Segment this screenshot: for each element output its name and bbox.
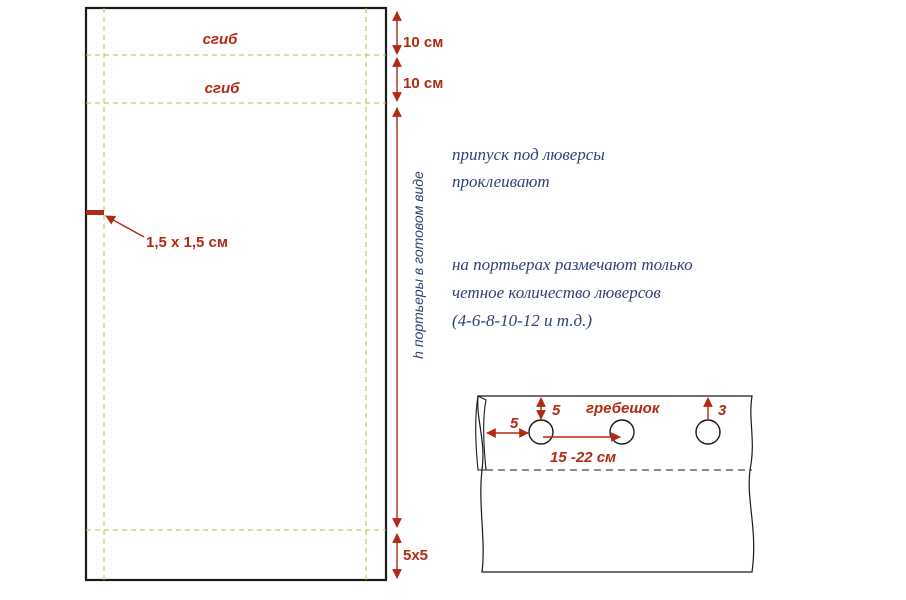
corner-cut-mark [86,210,104,215]
dimension-chain: 10 см 10 см 5х5 h портьеры в готовом вид… [392,11,443,579]
curtain-panel: сгиб сгиб 1,5 х 1,5 см [84,6,388,582]
detail-label-spacing: 15 -22 см [550,449,616,466]
fold-label-top: сгиб [203,31,239,48]
curtain-outline [84,6,388,582]
grommet-detail: 5 5 гребешок 3 15 -22 см [475,395,755,573]
dim-label-bottom: 5х5 [403,547,428,564]
notes: припуск под люверсы проклеивают на порть… [452,145,693,330]
note-marking-line-2: четное количество люверсов [452,283,661,302]
detail-outline [477,395,755,573]
fold-label-second: сгиб [205,80,241,97]
note-marking-line-1: на портьерах размечают только [452,255,693,274]
detail-label-gap: 3 [718,402,727,419]
corner-leader-line [105,215,145,238]
grommet-hole-3 [695,419,721,445]
detail-label-top: 5 [552,402,561,419]
dim-label-top: 10 см [403,34,443,51]
height-label: h портьеры в готовом виде [410,171,426,359]
note-allowance-line-1: припуск под люверсы [452,145,605,164]
note-marking-line-3: (4-6-8-10-12 и т.д.) [452,311,592,330]
dim-label-second: 10 см [403,75,443,92]
grommet-hole-1 [528,419,554,445]
detail-label-comb: гребешок [586,400,661,417]
corner-cut-label: 1,5 х 1,5 см [146,234,228,251]
detail-label-edge: 5 [510,415,519,432]
grommet-hole-2 [609,419,635,445]
note-allowance-line-2: проклеивают [452,172,550,191]
